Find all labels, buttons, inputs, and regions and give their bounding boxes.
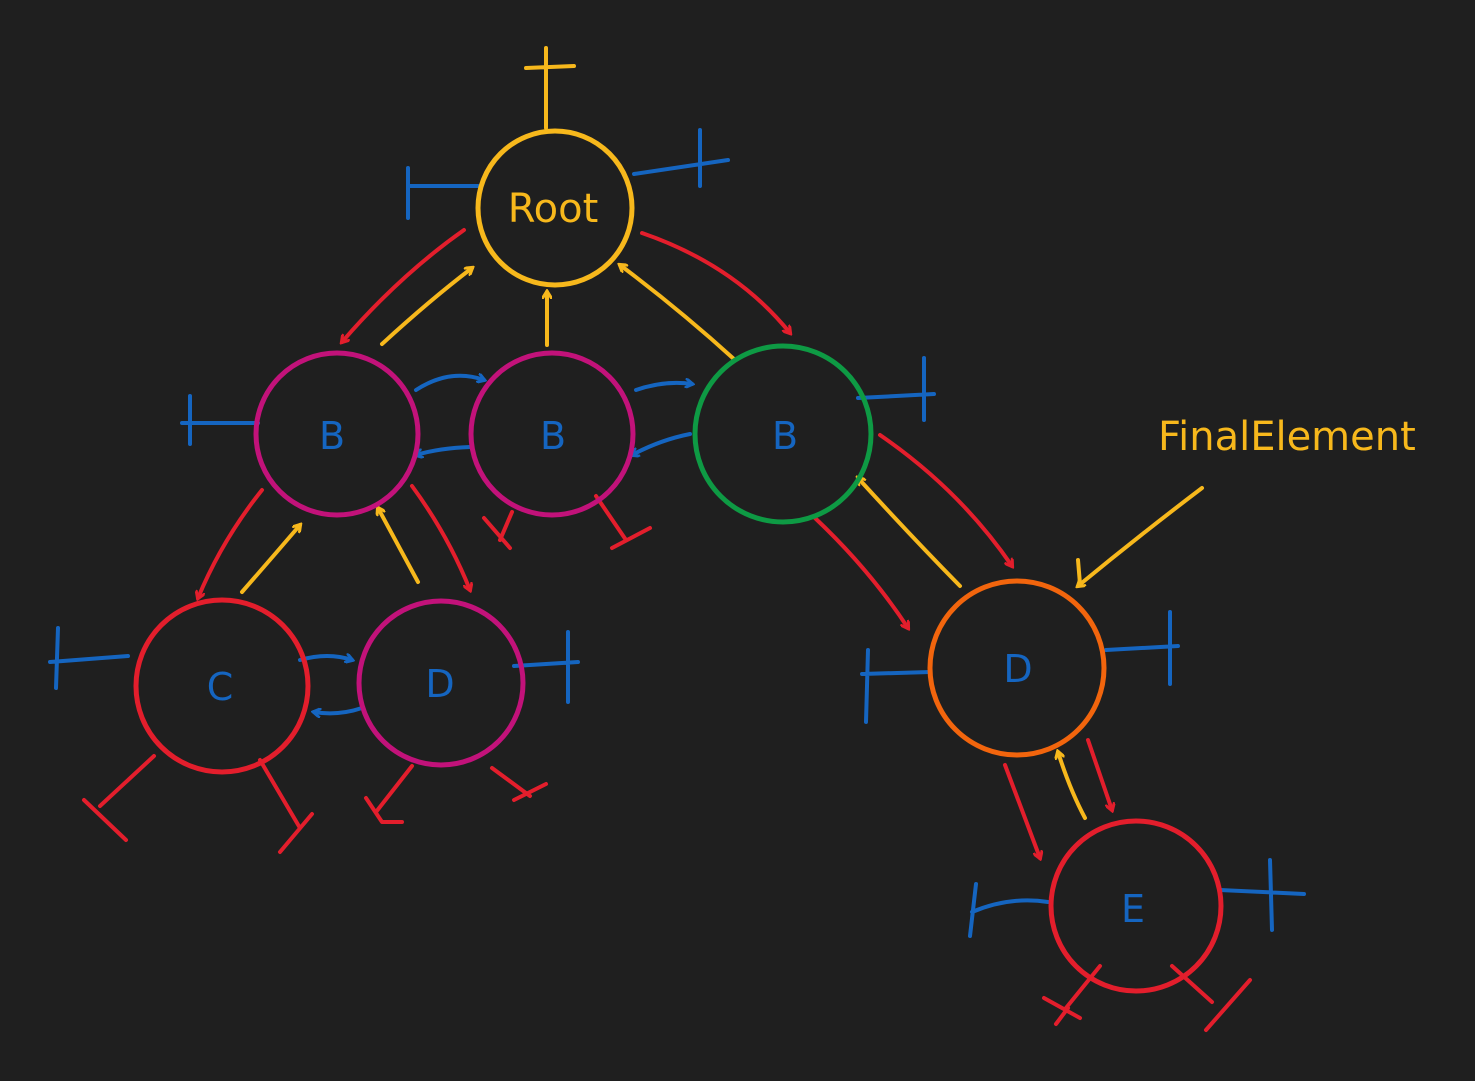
arrow-root-to-b3 bbox=[640, 231, 790, 333]
d2-null-right bbox=[1104, 610, 1180, 686]
node-d1: D bbox=[356, 598, 526, 768]
node-root: Root bbox=[475, 128, 635, 288]
arrow-root-to-b1 bbox=[342, 228, 466, 342]
arrow-b3-to-d2-left bbox=[813, 516, 908, 628]
root-null-left bbox=[406, 166, 480, 220]
node-c-label: C bbox=[207, 665, 234, 709]
arrow-b3-to-d2-right bbox=[878, 433, 1012, 566]
e-null-right bbox=[1170, 964, 1252, 1032]
b1-null-left bbox=[180, 394, 260, 446]
arrow-e-to-d2 bbox=[1058, 752, 1087, 820]
node-root-circle bbox=[475, 128, 635, 288]
d1-null-right bbox=[490, 766, 548, 802]
node-c: C bbox=[133, 597, 311, 775]
node-d2-label: D bbox=[1003, 647, 1032, 691]
node-e-circle bbox=[1048, 818, 1224, 994]
arrow-final-element bbox=[1078, 486, 1204, 586]
node-b1: B bbox=[253, 350, 421, 518]
b2-null-left bbox=[482, 510, 514, 550]
arrow-d2-to-e-left bbox=[1003, 763, 1040, 858]
e-null-left bbox=[1042, 964, 1102, 1026]
parent-pointer-arrows bbox=[240, 46, 1204, 820]
node-d1-label: D bbox=[425, 662, 454, 706]
arrow-d2-to-b3 bbox=[858, 478, 962, 588]
arrow-d1-to-b1 bbox=[378, 508, 420, 584]
node-root-label: Root bbox=[508, 186, 599, 232]
arrow-b1-to-root bbox=[380, 268, 472, 346]
e-null-right bbox=[1218, 858, 1306, 932]
d2-null-left bbox=[860, 648, 932, 724]
arrow-c-to-b1 bbox=[240, 525, 300, 594]
node-d1-circle bbox=[356, 598, 526, 768]
arrow-b2-to-b3 bbox=[634, 383, 692, 392]
arrow-b3-to-b2 bbox=[632, 432, 692, 455]
null-sibling-markers bbox=[48, 128, 1306, 938]
b3-null-right bbox=[856, 356, 936, 422]
arrow-b2-to-b1 bbox=[416, 445, 472, 455]
final-element-tick bbox=[1076, 558, 1082, 586]
root-null-parent bbox=[524, 46, 576, 130]
c-null-right bbox=[258, 758, 314, 854]
d1-null-left bbox=[364, 764, 414, 824]
arrow-b3-to-root bbox=[620, 265, 737, 362]
node-b3: B bbox=[692, 343, 874, 525]
node-b1-circle bbox=[253, 350, 421, 518]
final-element-label: FinalElement bbox=[1158, 414, 1416, 460]
arrow-b1-to-c bbox=[198, 488, 264, 598]
c-null-left bbox=[82, 754, 156, 842]
child-pointer-arrows bbox=[198, 228, 1112, 858]
arrow-d1-to-c bbox=[314, 706, 364, 713]
node-c-circle bbox=[133, 597, 311, 775]
node-b3-circle bbox=[692, 343, 874, 525]
node-b2: B bbox=[468, 350, 636, 518]
sibling-arrows bbox=[298, 376, 692, 714]
arrow-d2-to-e-right bbox=[1086, 738, 1112, 810]
arrow-c-to-d1 bbox=[298, 656, 352, 660]
node-b2-circle bbox=[468, 350, 636, 518]
null-child-markers bbox=[82, 494, 1252, 1032]
d1-null-right bbox=[512, 630, 580, 704]
node-b3-label: B bbox=[772, 414, 798, 458]
arrow-b1-to-b2 bbox=[414, 376, 484, 392]
node-e: E bbox=[1048, 818, 1224, 994]
e-null-left bbox=[968, 882, 1050, 938]
c-null-left bbox=[48, 626, 130, 690]
node-b2-label: B bbox=[540, 414, 566, 458]
node-e-label: E bbox=[1121, 887, 1145, 931]
b2-null-right bbox=[594, 494, 652, 550]
tree-nodes: Root B B B C D D E bbox=[133, 128, 1224, 994]
node-b1-label: B bbox=[319, 414, 345, 458]
root-null-right bbox=[632, 128, 730, 188]
arrow-b1-to-d1 bbox=[410, 484, 470, 590]
node-d2: D bbox=[927, 578, 1107, 758]
node-d2-circle bbox=[927, 578, 1107, 758]
